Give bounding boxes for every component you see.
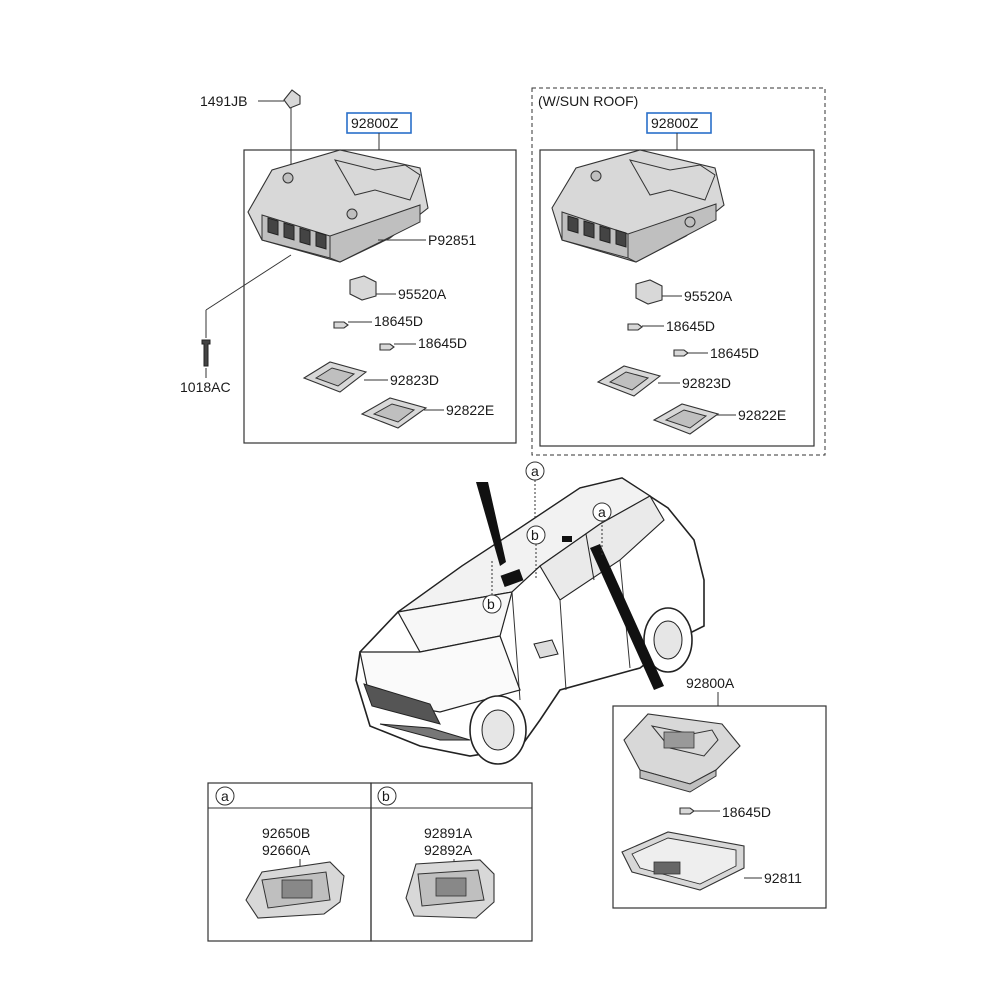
detail-a-part-2[interactable]: 92660A [262, 842, 311, 858]
switch-icon [635, 279, 663, 305]
bolt-top-label[interactable]: 1491JB [200, 93, 247, 109]
grille-icon [363, 683, 441, 725]
switch-slots-icon [567, 215, 627, 248]
right-part-number[interactable]: 92800Z [651, 115, 699, 131]
switch-slots-icon [267, 217, 327, 250]
map-lamp-icon [245, 861, 345, 919]
detail-a-part-1[interactable]: 92650B [262, 825, 310, 841]
sunroof-switch-label[interactable]: 95520A [684, 288, 733, 304]
sunroof-lens-2-label[interactable]: 92822E [738, 407, 786, 423]
detail-a-box: a 92650B 92660A [207, 782, 372, 942]
detail-b-marker-text: b [382, 788, 390, 804]
detail-b-part-1[interactable]: 92891A [424, 825, 473, 841]
right-part-number-highlight [646, 112, 712, 134]
sunroof-lens-1-label[interactable]: 92823D [682, 375, 731, 391]
detail-b-box: b 92891A 92892A [370, 782, 533, 942]
bulb-1-label[interactable]: 18645D [374, 313, 423, 329]
left-overhead-console-assembly: 92800Z 1491JB P92851 1018AC 95520A [180, 89, 517, 444]
right-overhead-console-assembly: (W/SUN ROOF) 92800Z 95520A 18645D 18645D… [531, 87, 826, 456]
clip-icon [283, 89, 301, 109]
room-lamp-lens-label[interactable]: 92811 [764, 870, 802, 886]
sunroof-bulb-1-label[interactable]: 18645D [666, 318, 715, 334]
callout-a-text: a [531, 463, 539, 479]
left-assembly-frame [243, 149, 517, 444]
sunroof-condition[interactable]: (W/SUN ROOF) [538, 93, 638, 109]
mirror-icon [533, 639, 559, 659]
detail-a-marker-text: a [221, 788, 229, 804]
bulb-icon [379, 343, 395, 351]
room-lamp-frame [612, 705, 827, 909]
detail-b-part-2[interactable]: 92892A [424, 842, 473, 858]
bulb-icon [333, 321, 349, 329]
screw-label[interactable]: 1018AC [180, 379, 231, 395]
switch-icon [349, 275, 377, 301]
detail-b-marker [377, 786, 397, 806]
screw-icon [201, 339, 211, 367]
room-lamp-bulb-label[interactable]: 18645D [722, 804, 771, 820]
bulb-2-label[interactable]: 18645D [418, 335, 467, 351]
pointer-arrow-icon [590, 544, 664, 690]
bulb-icon [679, 807, 695, 815]
overhead-console-housing [247, 149, 429, 263]
callout-b-text-2: b [487, 596, 495, 612]
detail-a-marker [215, 786, 235, 806]
room-lamp-part-number[interactable]: 92800A [686, 675, 735, 691]
housing-label[interactable]: P92851 [428, 232, 476, 248]
switch-label[interactable]: 95520A [398, 286, 447, 302]
callout-a-text-2: a [598, 504, 606, 520]
callout-b-text: b [531, 527, 539, 543]
sunroof-option-frame [531, 87, 826, 456]
front-lamp-location [500, 568, 524, 588]
lens-1-label[interactable]: 92823D [390, 372, 439, 388]
room-lamp-assembly: 92800A 18645D 92811 [612, 675, 827, 909]
left-part-number[interactable]: 92800Z [351, 115, 399, 131]
bulb-icon [627, 323, 643, 331]
sunroof-bulb-2-label[interactable]: 18645D [710, 345, 759, 361]
pointer-arrow-icon [476, 482, 506, 566]
rear-lamp-location [562, 536, 572, 542]
bulb-icon [673, 349, 689, 357]
vehicle-illustration: a a b b [355, 461, 705, 765]
lens-2-label[interactable]: 92822E [446, 402, 494, 418]
sunroof-console-housing [551, 149, 725, 263]
vanity-lamp-icon [405, 859, 495, 919]
